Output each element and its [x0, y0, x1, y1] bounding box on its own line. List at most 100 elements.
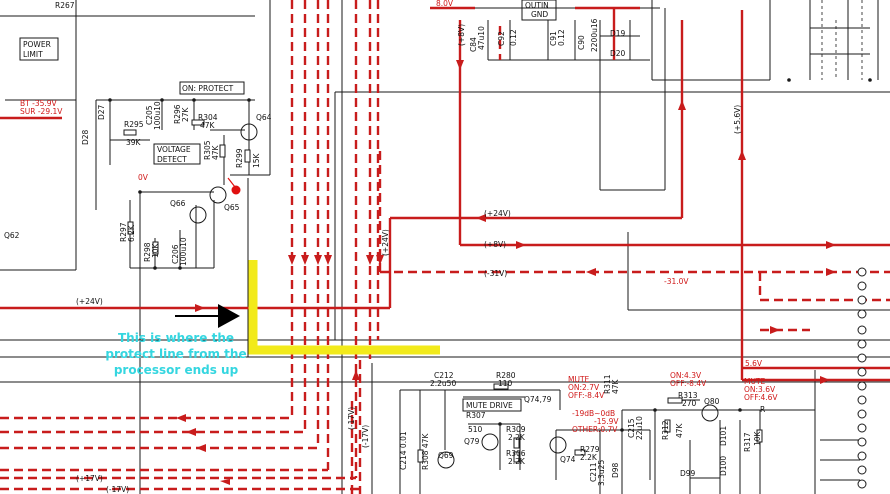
rail-minus17v-bottom: (-17V)	[106, 485, 129, 494]
d101-label: D101	[719, 426, 728, 446]
q62-label: Q62	[4, 231, 20, 240]
rail-8v-vert: (+8V)	[457, 24, 466, 46]
r267-label: R267	[55, 1, 75, 10]
red-traces	[0, 6, 890, 382]
mute-c-line2: ON:3.6V	[744, 385, 776, 394]
q79-label: Q79	[464, 437, 480, 446]
c215-label: C215	[627, 418, 636, 438]
r296-label: R296	[173, 104, 182, 124]
r311-label: R311	[603, 374, 612, 394]
mute-a-line3: OFF:-8.4V	[568, 391, 605, 400]
mute-c-line1: MUTE	[744, 377, 766, 386]
r299-value: 15K	[252, 152, 261, 168]
c212-label: C212	[434, 371, 454, 380]
r304-value: 47K	[200, 121, 216, 130]
mute-a-line2: ON:2.7V	[568, 383, 600, 392]
on-off-line1: ON:4.3V	[670, 371, 702, 380]
component-labels: R267 Q62 Q64 Q65 Q66 D27 D28 R295 39K C2…	[4, 1, 765, 486]
r306-label: R306	[506, 449, 526, 458]
q64-label: Q64	[256, 113, 272, 122]
q69-label: Q69	[438, 451, 454, 460]
r295-label: R295	[124, 120, 144, 129]
r304-label: R304	[198, 113, 218, 122]
annotation-line-3: processor ends up	[114, 363, 239, 377]
rail-24v-vert: (+24V)	[381, 229, 390, 256]
power-limit-label-1: POWER	[23, 40, 51, 49]
q66-label: Q66	[170, 199, 186, 208]
r-partial-label: R	[760, 405, 765, 414]
rail-8v: (+8V)	[484, 240, 506, 249]
protect-marker-dot	[231, 185, 241, 195]
c90-value: 2200u16	[590, 18, 599, 52]
r308-label: R308 47K	[421, 433, 430, 470]
on-off-line2: OFF:-8.4V	[670, 379, 707, 388]
r279-label: R279	[580, 445, 600, 454]
zero-volt-reading: 0V	[138, 173, 149, 182]
c215-value: 22u10	[635, 416, 644, 440]
r298-label: R298	[143, 242, 152, 262]
r297-value: 6.2K	[127, 224, 136, 242]
protect-line-highlight	[248, 260, 440, 355]
c92-value: 0.12	[509, 29, 518, 46]
c84-label: C84	[469, 37, 478, 52]
r313-label: R313	[678, 391, 698, 400]
c91-value: 0.12	[557, 29, 566, 46]
rail-24v-left: (+24V)	[76, 297, 103, 306]
rail-minus31v: (-31V)	[484, 269, 507, 278]
r297-label: R297	[119, 222, 128, 242]
r317-label: R317	[743, 432, 752, 452]
r296-value: 27K	[181, 106, 190, 122]
r305-value: 47K	[211, 144, 220, 160]
bt-reading: BT -35.9V	[20, 99, 58, 108]
mute-b-line1: -19dB~0dB	[572, 409, 615, 418]
voltage-detect-label-2: DETECT	[157, 155, 187, 164]
d98-label: D98	[611, 462, 620, 478]
rail-minus17v-vert-b: (-17V)	[361, 425, 370, 448]
c212-value: 2.2u50	[430, 379, 456, 388]
v56-reading: 5.6V	[745, 359, 763, 368]
junction-dots	[108, 78, 872, 432]
c206-value: 100u10	[179, 237, 188, 266]
r312-label: R312	[661, 420, 670, 440]
protect-marker-pointer	[227, 177, 236, 188]
gnd-label: GND	[531, 10, 548, 19]
transistor-symbols	[189, 123, 719, 469]
c92-label: C92	[497, 31, 506, 46]
mute-drive-label: MUTE DRIVE	[466, 401, 513, 410]
resistor-symbols	[123, 119, 763, 463]
dashed-wiring	[821, 0, 863, 80]
annotation-line-2: protect line from the	[105, 347, 246, 361]
minus31-reading: -31.0V	[664, 277, 689, 286]
c211-label: C211	[589, 462, 598, 482]
q7479-label: Q74,79	[524, 395, 552, 404]
r307-value: 510	[468, 425, 483, 434]
q80-label: Q80	[704, 397, 720, 406]
r313-value: 270	[682, 399, 697, 408]
r309-label: R309	[506, 425, 526, 434]
mute-a-line1: MUTE	[568, 375, 590, 384]
d28-label: D28	[81, 129, 90, 145]
r317-value: 10K	[753, 430, 762, 446]
d27-label: D27	[97, 104, 106, 120]
mute-c-line3: OFF:4.6V	[744, 393, 778, 402]
sur-reading: SUR -29.1V	[20, 107, 63, 116]
c84-value: 47u10	[477, 26, 486, 50]
r280-label: R280	[496, 371, 516, 380]
mute-b-line3: OTHER:0.7V	[572, 425, 618, 434]
d99-label: D99	[680, 469, 696, 478]
r306-value: 2.2K	[508, 457, 526, 466]
r280-value: 110	[498, 379, 513, 388]
q65-label: Q65	[224, 203, 240, 212]
mute-b-line2: -15.9V	[594, 417, 619, 426]
rail-minus17v-vert-a: (-17V)	[347, 407, 356, 430]
annotation-line-1: This is where the	[118, 331, 234, 345]
c205-value: 100u10	[153, 101, 162, 130]
rail-labels: (+24V) (+24V) (+24V) (+8V) (+8V) (-31V) …	[76, 24, 742, 494]
r305-label: R305	[203, 140, 212, 160]
on-protect-label: ON: PROTECT	[182, 84, 234, 93]
r298-value: 10K	[151, 242, 160, 258]
r309-value: 2.2K	[508, 433, 526, 442]
